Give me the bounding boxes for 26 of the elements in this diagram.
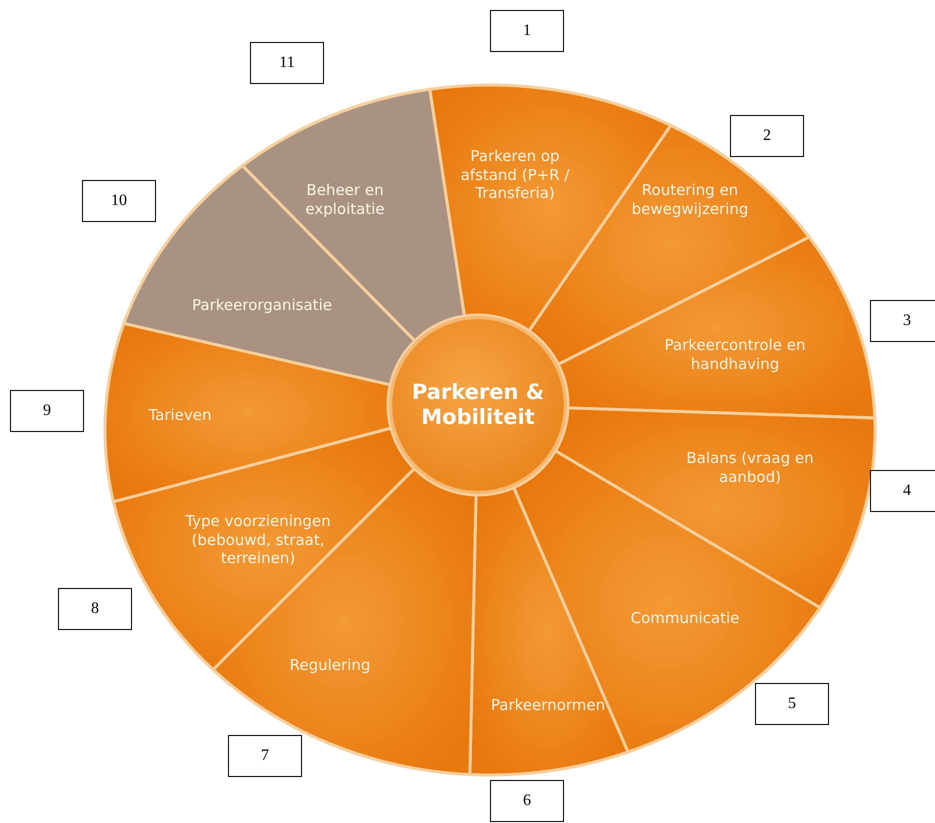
segment-label: Parkeercontrole en handhaving (664, 335, 806, 375)
callout-number: 8 (58, 588, 132, 630)
segment-label: Beheer en exploitatie (304, 180, 386, 220)
callout-number: 4 (870, 470, 935, 512)
callout-number: 1 (490, 10, 564, 52)
callout-number: 5 (755, 683, 829, 725)
wheel-segment (556, 236, 876, 420)
segment-label: Parkeren op afstand (P+R / Transferia) (460, 146, 570, 204)
wheel-segment (104, 322, 392, 504)
segment-label: Balans (vraag en aanbod) (685, 448, 815, 488)
segment-label: Type voorzieningen (bebouwd, straat, terreinen) (184, 510, 332, 570)
segment-label: Parkeernormen (490, 694, 606, 716)
segment-label: Regulering (288, 654, 372, 676)
callout-number: 11 (250, 42, 324, 84)
segment-label: Tarieven (147, 404, 213, 426)
callout-number: 2 (730, 115, 804, 157)
segment-label: Parkeerorganisatie (191, 294, 333, 316)
callout-number: 3 (870, 300, 935, 342)
segment-label: Routering en bewegwijzering (630, 180, 750, 220)
wheel-segment (554, 406, 876, 610)
segment-label: Communicatie (630, 608, 740, 629)
callout-number: 6 (490, 780, 564, 822)
callout-number: 10 (82, 180, 156, 222)
callout-number: 7 (228, 735, 302, 777)
callout-number: 9 (10, 390, 84, 432)
wheel-segment (112, 426, 416, 672)
